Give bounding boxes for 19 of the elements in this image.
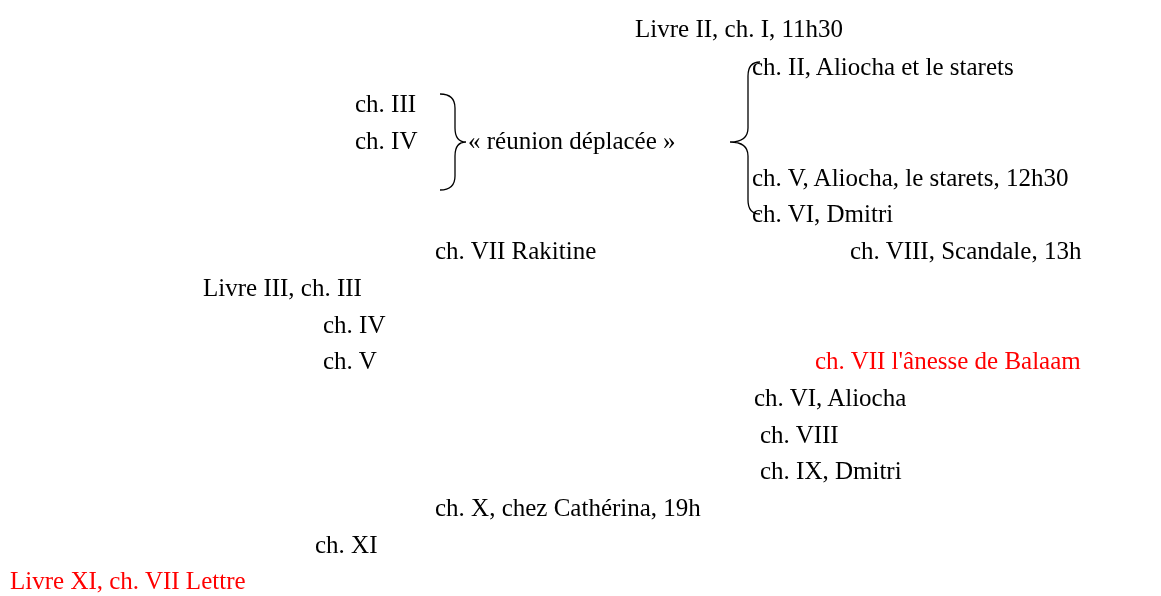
chapter-label: ch. VI, Aliocha	[754, 384, 907, 412]
highlighted-chapter-label: Livre XI, ch. VII Lettre	[10, 567, 246, 595]
chapter-label: ch. V	[323, 347, 377, 375]
chapter-label: Livre II, ch. I, 11h30	[635, 15, 844, 43]
chapter-label: ch. IX, Dmitri	[760, 457, 902, 485]
chapter-label: ch. VI, Dmitri	[752, 200, 894, 228]
chapter-label: ch. IV	[323, 311, 386, 339]
chapter-label: ch. IV	[355, 127, 418, 155]
chapter-label: ch. XI	[315, 531, 378, 559]
chapter-label: « réunion déplacée »	[468, 127, 676, 155]
chapter-label: ch. V, Aliocha, le starets, 12h30	[752, 164, 1069, 192]
chapter-label: Livre III, ch. III	[203, 274, 362, 302]
chapter-label: ch. VIII	[760, 421, 839, 449]
chapter-label: ch. VII Rakitine	[435, 237, 597, 265]
chapter-label: ch. III	[355, 90, 417, 118]
highlighted-chapter-label: ch. VII l'ânesse de Balaam	[815, 347, 1081, 375]
chapter-label: ch. II, Aliocha et le starets	[752, 53, 1014, 81]
chapter-label: ch. VIII, Scandale, 13h	[850, 237, 1082, 265]
chapter-label: ch. X, chez Cathérina, 19h	[435, 494, 701, 522]
